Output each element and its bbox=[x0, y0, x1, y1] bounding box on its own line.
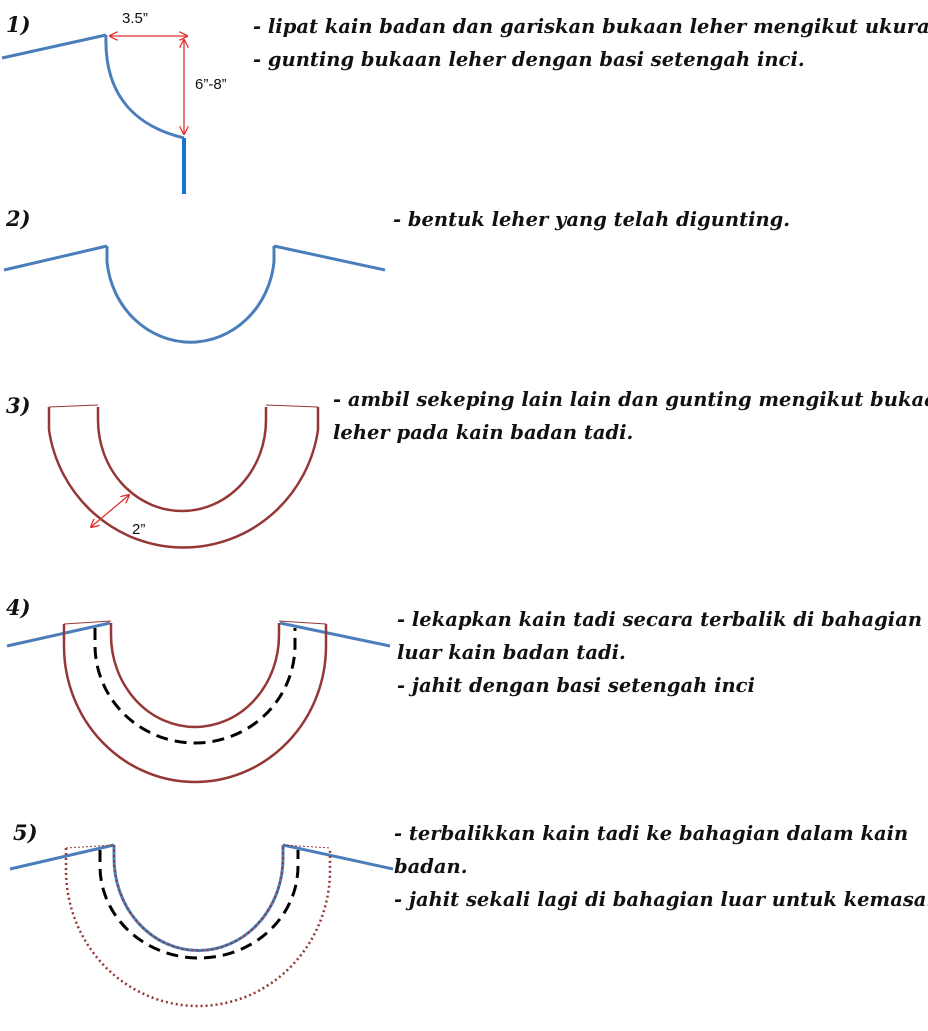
step-3-number: 3) bbox=[6, 393, 31, 418]
step-4-number: 4) bbox=[6, 595, 31, 620]
step-3-width-arrow bbox=[91, 495, 129, 527]
step-1-depth-label: 6”-8” bbox=[195, 76, 227, 93]
step-3-drawing: 2” bbox=[47, 404, 320, 549]
step-1-line-1: - lipat kain badan dan gariskan bukaan l… bbox=[253, 15, 928, 38]
step-1-number: 1) bbox=[6, 12, 31, 37]
step-3-instructions: - ambil sekeping lain lain dan gunting m… bbox=[333, 383, 928, 449]
step-4-line-2: luar kain badan tadi. bbox=[397, 641, 626, 664]
step-3-line-1: - ambil sekeping lain lain dan gunting m… bbox=[333, 388, 928, 411]
step-5-line-2: badan. bbox=[394, 855, 468, 878]
step-3-facing-outer-edge bbox=[47, 407, 320, 549]
step-2-number: 2) bbox=[6, 206, 31, 231]
step-2-instructions: - bentuk leher yang telah digunting. bbox=[393, 203, 790, 236]
step-4-line-3: - jahit dengan basi setengah inci bbox=[397, 674, 755, 697]
step-5-drawing bbox=[9, 843, 394, 1008]
step-5-neck-edge-facing bbox=[113, 845, 284, 952]
step-4-stitch-line bbox=[93, 628, 297, 745]
step-3-facing-right-top bbox=[265, 404, 319, 408]
step-1-width-label: 3.5” bbox=[122, 10, 148, 27]
step-4-facing-right-top bbox=[278, 620, 327, 625]
step-5-line-1: - terbalikkan kain tadi ke bahagian dala… bbox=[394, 822, 909, 845]
step-5-instructions: - terbalikkan kain tadi ke bahagian dala… bbox=[394, 817, 928, 916]
step-5-neck-edge bbox=[112, 845, 285, 952]
step-4-line-1: - lekapkan kain tadi secara terbalik di … bbox=[397, 608, 923, 631]
step-5-right-shoulder bbox=[282, 843, 394, 871]
step-4-drawing bbox=[6, 620, 391, 784]
step-2-drawing bbox=[3, 244, 386, 344]
step-2-left-shoulder bbox=[3, 244, 108, 272]
step-3-line-2: leher pada kain badan tadi. bbox=[333, 421, 634, 444]
step-2-right-shoulder bbox=[273, 244, 386, 272]
step-5-number: 5) bbox=[13, 820, 38, 845]
step-4-left-shoulder bbox=[6, 621, 111, 648]
step-1-instructions: - lipat kain badan dan gariskan bukaan l… bbox=[253, 10, 928, 76]
step-5-facing-left-top bbox=[65, 844, 115, 849]
step-2-line-1: - bentuk leher yang telah digunting. bbox=[393, 208, 791, 231]
step-3-width-label: 2” bbox=[132, 521, 145, 538]
step-4-instructions: - lekapkan kain tadi secara terbalik di … bbox=[397, 603, 922, 702]
step-1-drawing: 3.5” 6”-8” bbox=[1, 10, 227, 194]
step-3-facing-left-top bbox=[48, 404, 99, 408]
step-4-facing-outer-edge bbox=[62, 624, 328, 784]
step-5-stitch-line bbox=[98, 850, 300, 960]
step-3-facing-inner-edge bbox=[96, 407, 268, 513]
step-1-shoulder-line bbox=[1, 33, 107, 60]
step-1-line-2: - gunting bukaan leher dengan basi seten… bbox=[253, 48, 805, 71]
step-4-facing-left-top bbox=[63, 620, 112, 625]
step-2-neck-curve bbox=[105, 246, 276, 344]
step-5-line-3: - jahit sekali lagi di bahagian luar unt… bbox=[394, 888, 928, 911]
step-4-right-shoulder bbox=[279, 621, 391, 648]
step-5-facing-hidden-edge bbox=[64, 848, 332, 1008]
step-5-left-shoulder bbox=[9, 843, 115, 871]
step-4-facing-inner-edge bbox=[109, 623, 281, 729]
step-1-neck-curve bbox=[104, 34, 185, 140]
